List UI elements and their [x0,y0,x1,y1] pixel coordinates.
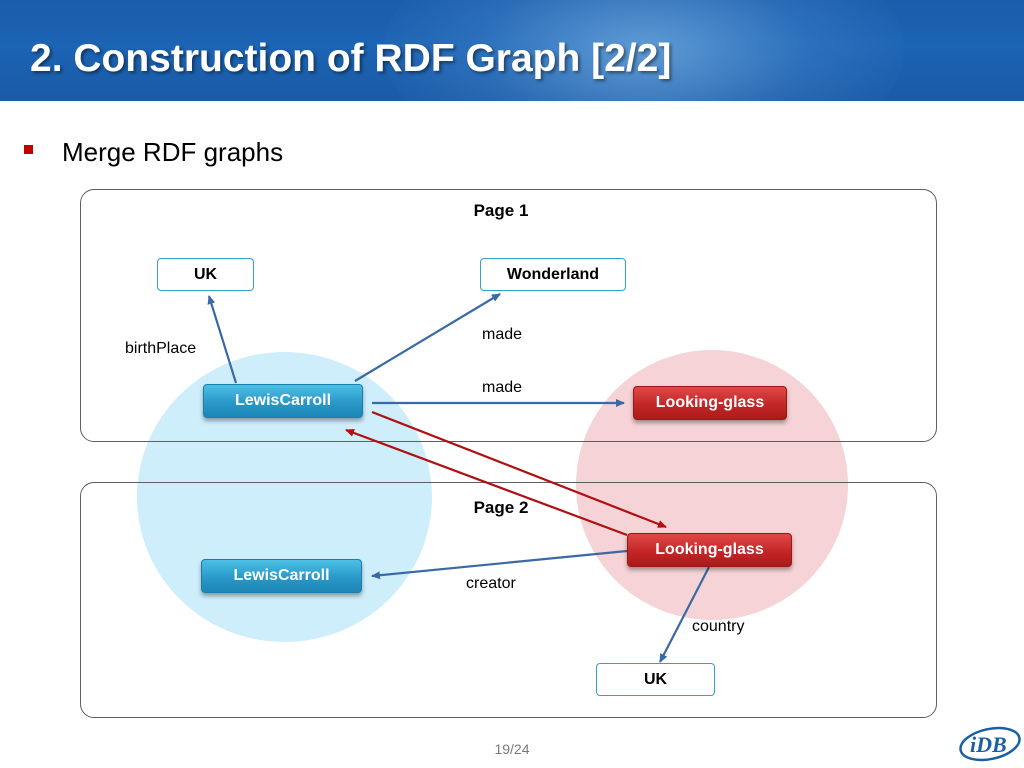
edge-label-birthplace: birthPlace [125,340,197,357]
page1-node-wonderland: Wonderland [480,258,626,291]
edge-label-country: country [692,618,745,635]
page1-panel [80,189,937,442]
page2-panel [80,482,937,718]
page2-title: Page 2 [473,498,529,517]
bullet-text: Merge RDF graphs [62,137,284,167]
edge-merge-lewis-to-looking [371,410,667,529]
edge-label-made-1: made [482,326,523,343]
page2-node-looking-glass: Looking-glass [627,533,792,567]
page2-node-uk: UK [596,663,715,696]
edge-merge-looking-to-lewis [345,428,628,537]
page2-node-lewiscarroll: LewisCarroll [201,559,362,593]
page1-node-uk: UK [157,258,254,291]
edge-label-made-2: made [482,379,523,396]
page-number: 19/24 [494,741,530,757]
idb-logo-text: iDB [970,732,1007,757]
slide-header: 2. Construction of RDF Graph [2/2] [0,0,1024,101]
header-glow [384,0,904,101]
slide-title: 2. Construction of RDF Graph [2/2] [30,37,672,80]
page1-node-lewiscarroll: LewisCarroll [203,384,363,418]
page1-title: Page 1 [473,201,529,220]
edge-label-creator: creator [466,575,516,592]
edge-country [659,566,710,663]
edge-made-wonderland [354,293,501,382]
edge-birthplace [207,295,238,384]
edge-creator [371,549,628,580]
idb-logo: iDB [959,726,1021,762]
page1-node-looking-glass: Looking-glass [633,386,787,420]
bullet-square-icon [24,145,33,154]
